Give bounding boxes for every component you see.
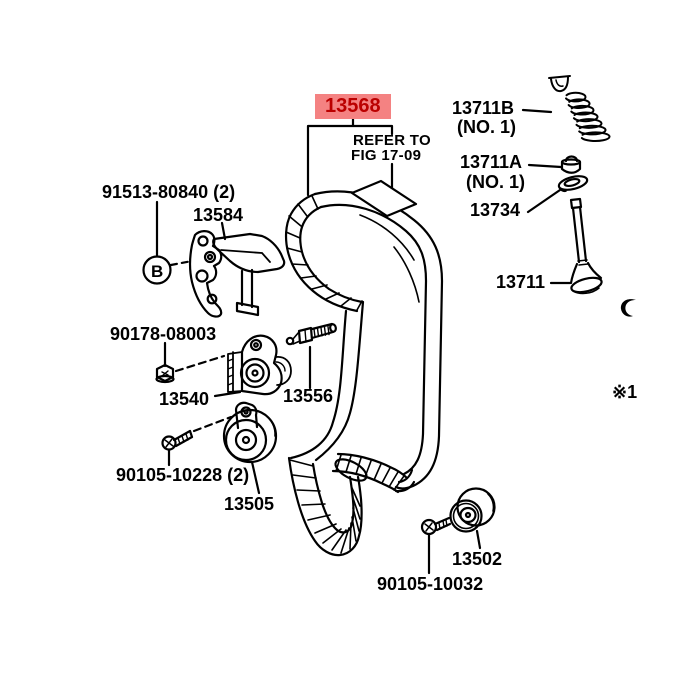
part-label-13502[interactable]: 13502 — [452, 549, 503, 569]
part-label-13711[interactable]: 13711 — [496, 272, 546, 292]
refer-note-line2: FIG 17-09 — [351, 147, 422, 164]
part-label-13540[interactable]: 13540 — [159, 389, 210, 409]
callout-b-letter: B — [151, 262, 164, 281]
valve-parts-drawing — [521, 75, 611, 295]
part-label-13568-highlight[interactable]: 13568 — [315, 94, 391, 119]
part-label-90178-08003[interactable]: 90178-08003 — [110, 324, 217, 344]
part-label-13505[interactable]: 13505 — [224, 494, 275, 514]
part-label-13734[interactable]: 13734 — [470, 200, 521, 220]
part-label-13711A[interactable]: 13711A — [460, 152, 523, 172]
footnote-mark: ※1 — [612, 382, 638, 402]
part-label-90105-10032[interactable]: 90105-10032 — [377, 574, 484, 594]
idler-pulley1-drawing — [222, 401, 278, 495]
part-label-13584[interactable]: 13584 — [193, 205, 244, 225]
part-label-13556[interactable]: 13556 — [283, 386, 334, 406]
timing-belt-drawing — [284, 190, 444, 557]
nut-drawing — [155, 341, 226, 384]
idler-bolt-drawing — [161, 415, 233, 467]
bracket-drawing — [189, 221, 286, 318]
part-label-13711A-no: (NO. 1) — [466, 172, 526, 192]
part-label-13711B-no: (NO. 1) — [457, 117, 517, 137]
stud-drawing — [285, 322, 337, 390]
belt-callout-lines — [306, 116, 394, 197]
part-label-13711B[interactable]: 13711B — [452, 98, 515, 118]
crescent-mark — [620, 299, 636, 317]
part-label-90105-10228[interactable]: 90105-10228 (2) — [116, 465, 250, 485]
refer-note-line1: REFER TO — [353, 132, 431, 149]
belt-sticker — [350, 179, 418, 218]
callout-b-circle — [142, 200, 194, 285]
part-label-91513-80840[interactable]: 91513-80840 (2) — [102, 182, 236, 202]
tensioner-drawing — [213, 334, 292, 398]
idler-pulley2-drawing — [420, 487, 496, 575]
